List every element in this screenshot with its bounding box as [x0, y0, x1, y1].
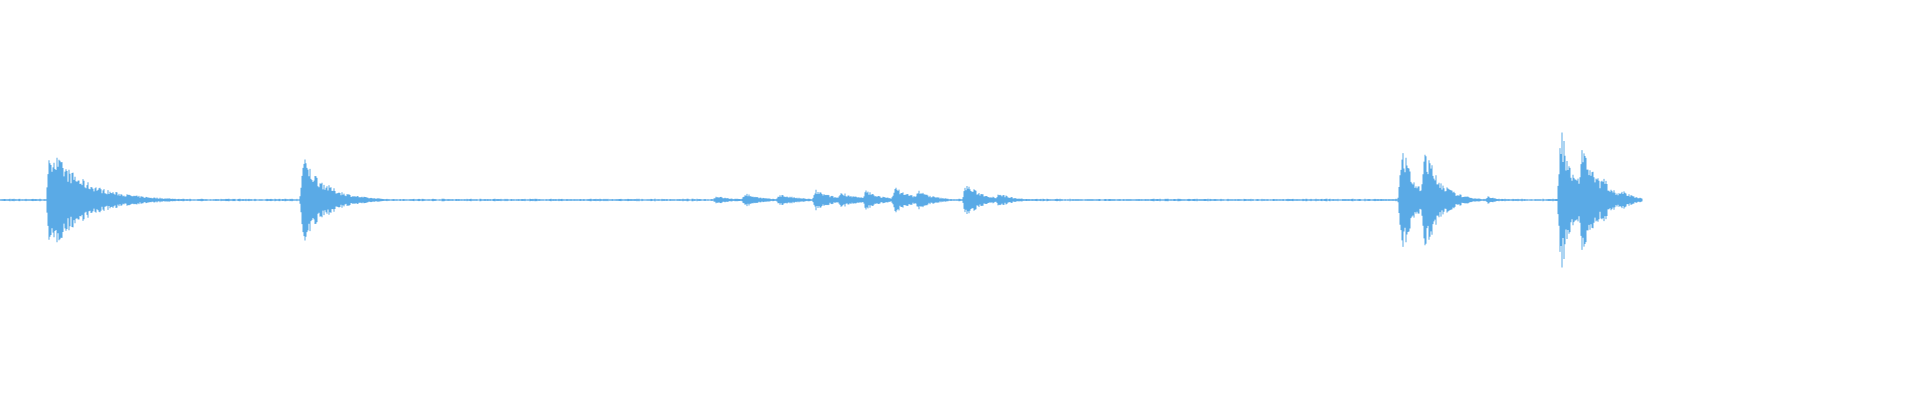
- waveform-trace: [0, 132, 1643, 268]
